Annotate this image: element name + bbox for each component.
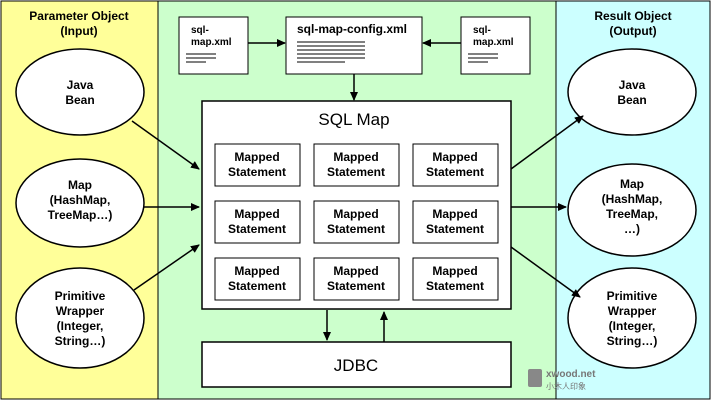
mapped-statement-7: Mapped Statement (214, 257, 301, 301)
sql-map-xml-document-right: sql- map.xml (460, 16, 531, 75)
output-map-line4: …) (624, 222, 640, 236)
mapped-statement-6: Mapped Statement (412, 200, 499, 244)
statement-2-line2: Statement (327, 165, 385, 179)
mapped-statement-2: Mapped Statement (313, 143, 400, 187)
output-primitive-line2: Wrapper (608, 304, 657, 318)
input-map-line2: (HashMap, (50, 193, 111, 207)
output-java-bean-line1: Java (619, 78, 646, 92)
arrow-java-bean-to-sqlmap (131, 120, 200, 170)
input-map: Map (HashMap, TreeMap…) (15, 158, 145, 248)
input-primitive-line4: String…) (55, 334, 106, 348)
mapped-statement-4: Mapped Statement (214, 200, 301, 244)
right-doc-line1: sql- (473, 25, 491, 36)
input-java-bean-line2: Bean (65, 93, 94, 107)
watermark-text-line2: 小木人印象 (546, 381, 586, 391)
output-map-line1: Map (620, 177, 644, 191)
jdbc-label: JDBC (334, 356, 378, 375)
output-primitive-wrapper: Primitive Wrapper (Integer, String…) (567, 267, 697, 369)
statement-6-line2: Statement (426, 222, 484, 236)
input-primitive-line1: Primitive (55, 289, 106, 303)
mapped-statement-1: Mapped Statement (214, 143, 301, 187)
statement-5-line2: Statement (327, 222, 385, 236)
input-java-bean: Java Bean (15, 48, 145, 136)
input-map-line3: TreeMap…) (48, 208, 113, 222)
sql-map-title: SQL Map (318, 110, 389, 129)
input-java-bean-line1: Java (67, 78, 94, 92)
left-panel-title-line2: (Input) (60, 24, 97, 38)
center-doc-title: sql-map-config.xml (297, 22, 407, 36)
mapped-statement-3: Mapped Statement (412, 143, 499, 187)
statement-5-line1: Mapped (333, 207, 378, 221)
left-panel-title-line1: Parameter Object (29, 9, 128, 23)
output-primitive-line1: Primitive (607, 289, 658, 303)
arrow-primitive-to-sqlmap (133, 244, 200, 291)
input-primitive-line2: Wrapper (56, 304, 105, 318)
arrow-sqlmap-to-primitive (510, 246, 581, 298)
statement-9-line2: Statement (426, 279, 484, 293)
right-doc-line2: map.xml (473, 37, 514, 48)
output-primitive-line4: String…) (607, 334, 658, 348)
statement-3-line1: Mapped (432, 150, 477, 164)
statement-8-line2: Statement (327, 279, 385, 293)
output-map-line3: TreeMap, (606, 207, 658, 221)
sql-map-xml-document-left: sql- map.xml (178, 16, 249, 75)
mapped-statement-5: Mapped Statement (313, 200, 400, 244)
statement-1-line2: Statement (228, 165, 286, 179)
left-doc-line1: sql- (191, 25, 209, 36)
statement-4-line1: Mapped (234, 207, 279, 221)
statement-7-line2: Statement (228, 279, 286, 293)
output-primitive-line3: (Integer, (609, 319, 656, 333)
sql-map-config-xml-document: sql-map-config.xml (285, 16, 423, 75)
jdbc-box (201, 341, 512, 388)
input-primitive-line3: (Integer, (57, 319, 104, 333)
statement-1-line1: Mapped (234, 150, 279, 164)
output-map-line2: (HashMap, (602, 192, 663, 206)
arrow-sqlmap-to-java-bean (510, 115, 584, 170)
right-panel-title-line1: Result Object (594, 9, 671, 23)
left-doc-line2: map.xml (191, 37, 232, 48)
statement-6-line1: Mapped (432, 207, 477, 221)
right-panel-title-line2: (Output) (609, 24, 656, 38)
mapped-statement-9: Mapped Statement (412, 257, 499, 301)
output-java-bean-line2: Bean (617, 93, 646, 107)
watermark-robot-icon (528, 369, 542, 387)
input-map-line1: Map (68, 178, 92, 192)
statement-2-line1: Mapped (333, 150, 378, 164)
watermark-text-line1: xwood.net (546, 369, 596, 380)
statement-9-line1: Mapped (432, 264, 477, 278)
output-java-bean: Java Bean (567, 48, 697, 136)
statement-8-line1: Mapped (333, 264, 378, 278)
statement-3-line2: Statement (426, 165, 484, 179)
input-primitive-wrapper: Primitive Wrapper (Integer, String…) (15, 267, 145, 369)
watermark: xwood.net 小木人印象 (528, 369, 596, 391)
statement-4-line2: Statement (228, 222, 286, 236)
output-map: Map (HashMap, TreeMap, …) (567, 163, 697, 257)
statement-7-line1: Mapped (234, 264, 279, 278)
mapped-statement-8: Mapped Statement (313, 257, 400, 301)
